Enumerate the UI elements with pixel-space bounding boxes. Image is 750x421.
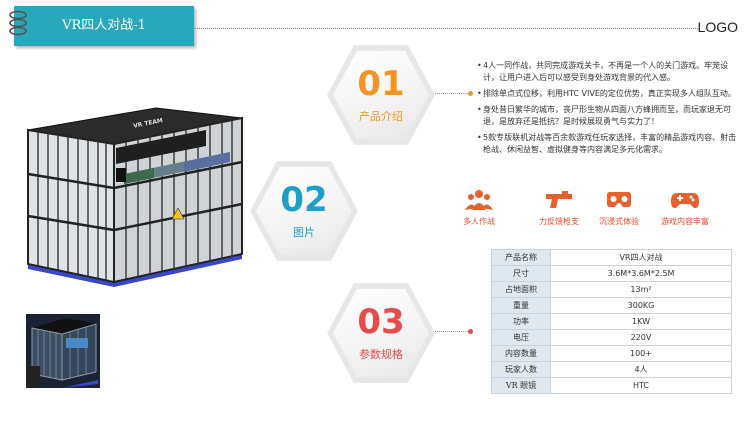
feature-multiplayer: 多人作战: [444, 188, 514, 227]
spec-value: 300KG: [550, 297, 732, 314]
product-description: 4人一同作战，共同完成游戏关卡，不再是一个人的关门游戏。牢笼设计，让用户进入后可…: [477, 60, 743, 160]
hexagon-02: 02 图片: [250, 158, 358, 264]
feature-force-feedback-gun: 力反馈枪支: [524, 188, 594, 227]
title-banner: VR四人对战-1: [14, 6, 194, 46]
spec-key: 占地面积: [491, 281, 551, 298]
feature-label: 游戏内容丰富: [661, 217, 709, 226]
description-item: 排除单点式位移，利用HTC VIVE的定位优势，真正实现多人组队互动。: [477, 88, 743, 100]
spec-key: 重量: [491, 297, 551, 314]
hexagon-03: 03 参数规格: [327, 280, 435, 386]
spec-key: 产品名称: [491, 249, 551, 266]
product-image-small: [26, 314, 100, 388]
hexagon-01-label: 产品介绍: [359, 110, 403, 123]
gamepad-icon: [671, 193, 699, 209]
spec-value: 3.6M*3.6M*2.5M: [550, 265, 732, 282]
spec-value: 1KW: [550, 313, 732, 330]
binder-rings-icon: [9, 10, 27, 36]
spec-key: 尺寸: [491, 265, 551, 282]
feature-rich-content: 游戏内容丰富: [650, 188, 720, 227]
hexagon-02-label: 图片: [293, 226, 315, 239]
connector-dot-03: [468, 329, 473, 334]
spec-key: 玩家人数: [491, 361, 551, 378]
gun-icon: [546, 191, 572, 208]
hexagon-01: 01 产品介绍: [327, 42, 435, 148]
hexagon-03-label: 参数规格: [359, 348, 403, 361]
spec-value: VR四人对战: [550, 249, 732, 266]
hexagon-02-number: 02: [280, 180, 328, 220]
feature-label: 多人作战: [463, 217, 495, 226]
product-image-cage: [27, 107, 243, 287]
spec-value: 220V: [550, 329, 732, 346]
spec-value: 4人: [550, 361, 732, 378]
header-divider: [194, 28, 700, 29]
logo: LOGO: [697, 19, 738, 35]
description-item: 5款专版联机对战等百余款游戏任玩家选择，丰富的精品游戏内容、射击枪战、休闲益智、…: [477, 132, 743, 156]
spec-key: 功率: [491, 313, 551, 330]
spec-value: HTC: [550, 377, 732, 394]
spec-key: 内容数量: [491, 345, 551, 362]
spec-key: 电压: [491, 329, 551, 346]
feature-label: 力反馈枪支: [539, 217, 579, 226]
description-item: 4人一同作战，共同完成游戏关卡，不再是一个人的关门游戏。牢笼设计，让用户进入后可…: [477, 60, 743, 84]
connector-line-03: [432, 331, 470, 332]
feature-label: 沉浸式体验: [599, 217, 639, 226]
vr-headset-icon: [607, 192, 631, 207]
team-icon: [465, 190, 493, 210]
hexagon-03-number: 03: [357, 302, 405, 342]
description-item: 身处昔日繁华的城市，丧尸形生物从四面八方蜂拥而至，而玩家退无可退，是放弃还是抵抗…: [477, 104, 743, 128]
spec-key: VR 眼镜: [491, 377, 551, 394]
connector-line-01: [432, 93, 470, 94]
hexagon-01-number: 01: [357, 64, 405, 104]
spec-value: 100+: [550, 345, 732, 362]
page-title: VR四人对战-1: [62, 18, 146, 33]
connector-dot-01: [468, 91, 473, 96]
feature-immersive: 沉浸式体验: [584, 188, 654, 227]
spec-value: 13m²: [550, 281, 732, 298]
